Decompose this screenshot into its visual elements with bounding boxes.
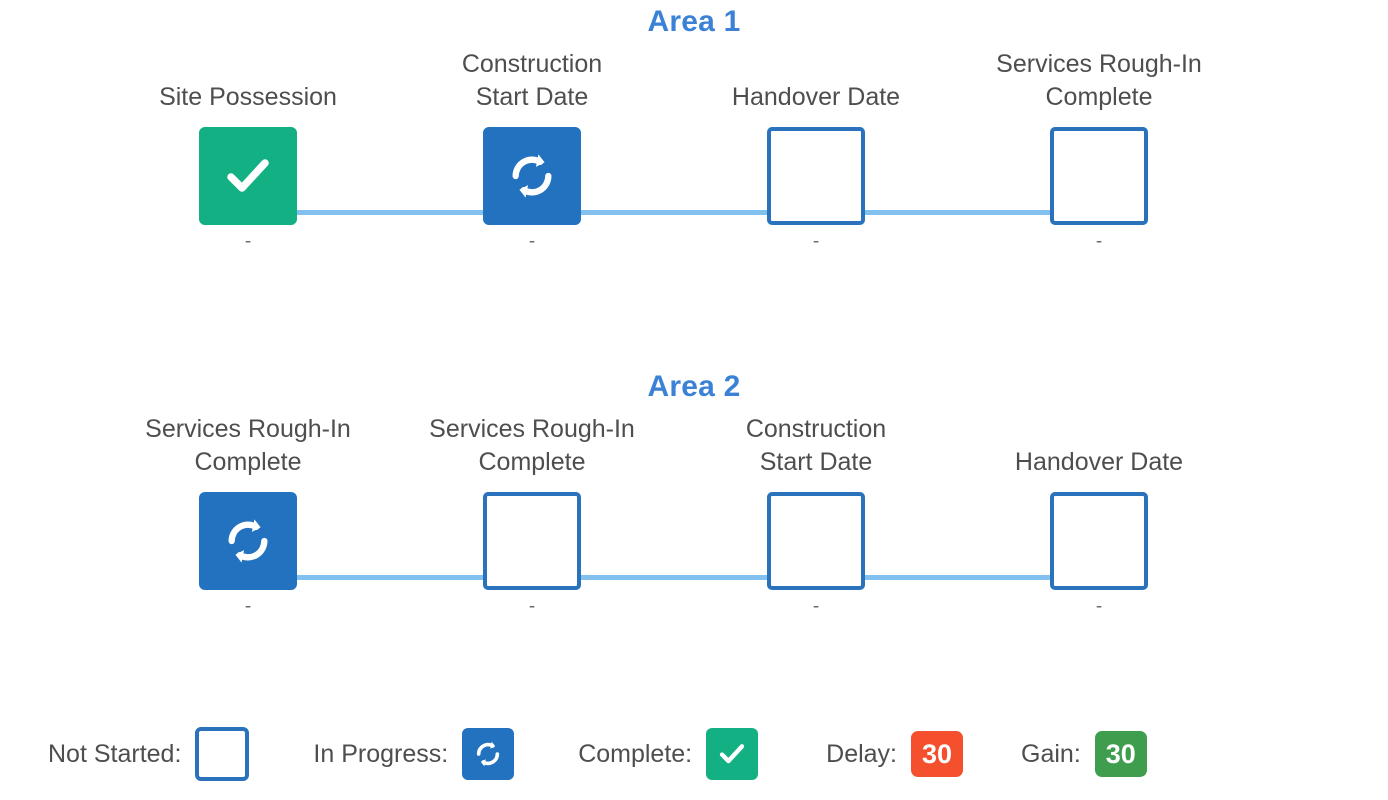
- legend-swatch-complete: [706, 728, 759, 780]
- legend-label-in-progress: In Progress:: [313, 739, 449, 768]
- legend-item-complete: Complete:: [578, 728, 759, 780]
- status-box-wrap: [128, 126, 368, 226]
- milestone-node[interactable]: Construction Start Date -: [412, 48, 652, 252]
- milestone-date: -: [244, 596, 252, 617]
- legend-item-gain: Gain: 30: [1021, 731, 1147, 777]
- check-icon: [227, 159, 269, 192]
- area-title: Area 1: [647, 5, 741, 38]
- legend-swatch-not-started: [195, 727, 250, 781]
- area-section-1: Area 1 Site Possession - Construction St…: [0, 0, 1388, 303]
- legend-label-delay: Delay:: [826, 739, 898, 768]
- status-box-wrap: [412, 491, 652, 591]
- status-box-not-started[interactable]: [767, 492, 865, 590]
- connector-line: [248, 210, 1099, 215]
- milestone-label: Construction Start Date: [461, 50, 603, 111]
- connector-line: [248, 575, 1099, 580]
- legend-item-in-progress: In Progress:: [313, 728, 515, 780]
- milestone-node[interactable]: Construction Start Date -: [696, 413, 936, 617]
- status-box-in-progress[interactable]: [483, 127, 581, 225]
- milestone-label: Construction Start Date: [745, 415, 887, 476]
- milestone-date: -: [528, 231, 536, 252]
- status-box-not-started[interactable]: [483, 492, 581, 590]
- status-box-not-started[interactable]: [767, 127, 865, 225]
- status-box-not-started[interactable]: [1050, 127, 1148, 225]
- milestone-row: Services Rough-In Complete - Services Ro…: [0, 413, 1388, 668]
- legend-label-gain: Gain:: [1021, 739, 1081, 768]
- legend-badge-delay: 30: [911, 731, 964, 777]
- legend-badge-gain: 30: [1094, 731, 1147, 777]
- milestone-date: -: [812, 596, 820, 617]
- refresh-icon: [512, 154, 552, 198]
- area-title: Area 2: [647, 370, 741, 403]
- milestone-row: Site Possession - Construction Start Dat…: [0, 48, 1388, 303]
- milestone-label: Site Possession: [159, 83, 337, 111]
- milestone-node[interactable]: Handover Date -: [696, 48, 936, 252]
- status-box-complete[interactable]: [199, 127, 297, 225]
- legend-swatch-in-progress: [462, 728, 515, 780]
- milestone-label: Handover Date: [1014, 448, 1184, 476]
- status-box-in-progress[interactable]: [199, 492, 297, 590]
- status-box-wrap: [979, 126, 1219, 226]
- refresh-icon: [228, 519, 268, 563]
- milestone-node[interactable]: Services Rough-In Complete -: [412, 413, 652, 617]
- status-box-wrap: [696, 126, 936, 226]
- area-section-2: Area 2 Services Rough-In Complete -: [0, 365, 1388, 668]
- legend-item-delay: Delay: 30: [826, 731, 964, 777]
- milestone-date: -: [528, 596, 536, 617]
- milestone-node[interactable]: Services Rough-In Complete -: [128, 413, 368, 617]
- status-box-wrap: [412, 126, 652, 226]
- refresh-icon: [477, 741, 500, 767]
- legend-item-not-started: Not Started:: [48, 727, 250, 781]
- milestone-label: Services Rough-In Complete: [429, 415, 635, 476]
- milestone-label: Handover Date: [731, 83, 901, 111]
- check-icon: [719, 744, 745, 764]
- milestone-date: -: [1095, 231, 1103, 252]
- milestone-node[interactable]: Site Possession -: [128, 48, 368, 252]
- legend: Not Started: In Progress: Complete:: [0, 712, 1388, 796]
- milestone-label: Services Rough-In Complete: [996, 50, 1202, 111]
- status-box-not-started[interactable]: [1050, 492, 1148, 590]
- status-box-wrap: [696, 491, 936, 591]
- milestone-node[interactable]: Services Rough-In Complete -: [979, 48, 1219, 252]
- status-box-wrap: [128, 491, 368, 591]
- milestone-node[interactable]: Handover Date -: [979, 413, 1219, 617]
- milestone-date: -: [1095, 596, 1103, 617]
- milestone-date: -: [812, 231, 820, 252]
- status-box-wrap: [979, 491, 1219, 591]
- legend-label-not-started: Not Started:: [48, 739, 182, 768]
- milestone-label: Services Rough-In Complete: [145, 415, 351, 476]
- milestone-date: -: [244, 231, 252, 252]
- legend-label-complete: Complete:: [578, 739, 693, 768]
